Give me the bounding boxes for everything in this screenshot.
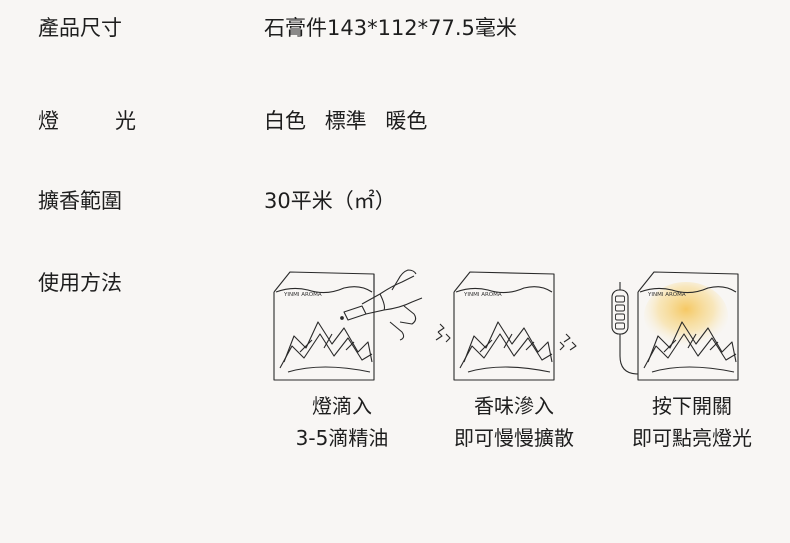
light-option-warm: 暖色 <box>385 109 428 133</box>
brand-mark-1: YINMI AROMA <box>283 292 322 298</box>
light-label: 燈 光 <box>38 104 136 138</box>
step-fragrance-spreads: YINMI AROMA 香味滲入 即可慢慢擴散 <box>432 262 592 462</box>
step-2-caption: 香味滲入 即可慢慢擴散 <box>434 390 594 454</box>
step-3-caption: 按下開關 即可點亮燈光 <box>612 390 772 454</box>
spec-row-size: 產品尺寸 石膏件143*112*77.5毫米 <box>0 11 790 45</box>
light-label-char-1: 燈 <box>38 109 59 133</box>
remote-switch <box>611 289 629 335</box>
usage-steps: YINMI AROMA 燈滴入 3-5滴精油 <box>262 262 762 462</box>
step-1-line-2: 3-5滴精油 <box>295 426 389 450</box>
brand-mark-2: YINMI AROMA <box>463 292 502 298</box>
usage-label: 使用方法 <box>38 271 122 295</box>
step-3-line-2: 即可點亮燈光 <box>632 426 752 450</box>
step-1-caption: 燈滴入 3-5滴精油 <box>262 390 422 454</box>
switch-buttons <box>615 295 625 330</box>
brand-mark-3: YINMI AROMA <box>647 292 686 298</box>
light-option-standard: 標準 <box>324 109 367 133</box>
light-label-char-2: 光 <box>115 109 136 133</box>
light-options: 白色 標準 暖色 <box>264 104 439 138</box>
warm-glow <box>644 282 728 350</box>
step-1-line-1: 燈滴入 <box>312 394 372 418</box>
step-2-line-1: 香味滲入 <box>474 394 554 418</box>
area-value: 30平米（㎡） <box>264 189 396 213</box>
spec-row-light: 燈 光 白色 標準 暖色 <box>0 104 790 138</box>
size-value: 石膏件143*112*77.5毫米 <box>264 16 517 40</box>
diffuser-spreading-illustration: YINMI AROMA <box>435 271 577 381</box>
step-drop-oil: YINMI AROMA 燈滴入 3-5滴精油 <box>262 262 423 462</box>
spec-row-usage: 使用方法 <box>0 266 790 300</box>
area-label: 擴香範圍 <box>38 189 122 213</box>
light-option-white: 白色 <box>264 109 306 133</box>
step-light-on: YINMI AROMA 按下開關 即可點亮燈光 <box>602 262 762 462</box>
step-3-line-1: 按下開關 <box>652 394 732 418</box>
diffuser-dropper-illustration: YINMI AROMA <box>273 269 423 381</box>
spec-row-area: 擴香範圍 30平米（㎡） <box>0 184 790 218</box>
diffuser-light-illustration: YINMI AROMA <box>611 271 739 381</box>
size-label: 產品尺寸 <box>38 16 122 40</box>
step-2-line-2: 即可慢慢擴散 <box>454 426 574 450</box>
